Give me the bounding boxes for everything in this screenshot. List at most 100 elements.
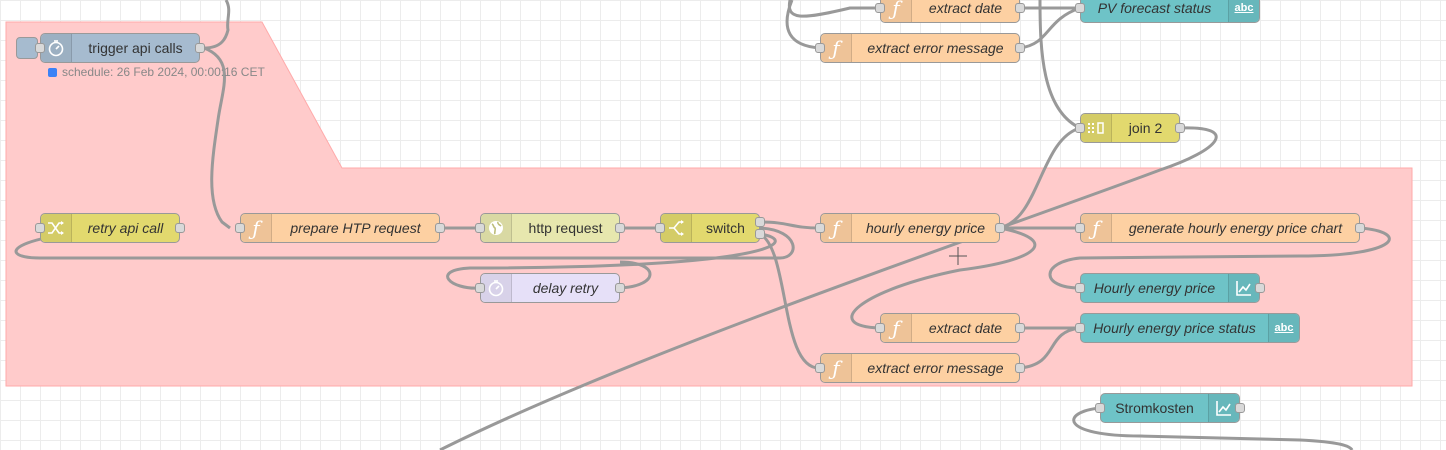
input-port[interactable]: [1075, 123, 1085, 133]
globe-icon: [481, 214, 512, 242]
node-label: Hourly energy price status: [1093, 320, 1256, 336]
wire: [759, 232, 821, 370]
input-port[interactable]: [1075, 283, 1085, 293]
output-port[interactable]: [435, 223, 445, 233]
output-port[interactable]: [1015, 43, 1025, 53]
output-port[interactable]: [615, 283, 625, 293]
wire: [850, 226, 1037, 330]
function-icon: ƒ: [1081, 214, 1112, 242]
node-label: extract date: [928, 0, 1003, 16]
input-port[interactable]: [655, 223, 665, 233]
node-pv-forecast-status[interactable]: PV forecast status abc: [1075, 0, 1260, 23]
timer-icon: [481, 274, 512, 302]
wire: [439, 126, 1218, 450]
wire: [1019, 6, 1081, 50]
node-extract-date-top[interactable]: ƒ extract date: [875, 0, 1025, 23]
wire: [785, 0, 821, 50]
input-port[interactable]: [235, 223, 245, 233]
node-label: PV forecast status: [1097, 0, 1212, 16]
input-port[interactable]: [35, 223, 45, 233]
node-switch[interactable]: switch: [655, 213, 765, 243]
wire: [787, 0, 880, 18]
node-label: extract date: [928, 320, 1003, 336]
output-port[interactable]: [1015, 363, 1025, 373]
input-port[interactable]: [475, 223, 485, 233]
input-port[interactable]: [1075, 323, 1085, 333]
node-label: retry api call: [87, 220, 164, 236]
wire: [1072, 406, 1354, 450]
output-port[interactable]: [615, 223, 625, 233]
input-port[interactable]: [1095, 403, 1105, 413]
node-status: schedule: 26 Feb 2024, 00:00:16 CET: [48, 65, 265, 79]
status-text: schedule: 26 Feb 2024, 00:00:16 CET: [62, 65, 265, 79]
node-label: generate hourly energy price chart: [1128, 220, 1343, 236]
output-port[interactable]: [195, 43, 205, 53]
function-icon: ƒ: [881, 0, 912, 22]
join-icon: [1081, 114, 1112, 142]
output-port[interactable]: [1015, 323, 1025, 333]
node-extract-date[interactable]: ƒ extract date: [875, 313, 1025, 343]
node-hourly-energy-price-status[interactable]: Hourly energy price status abc: [1075, 313, 1300, 343]
output-port-2[interactable]: [755, 229, 765, 239]
chart-icon: [1208, 394, 1239, 422]
input-port[interactable]: [1075, 3, 1085, 13]
function-icon: ƒ: [241, 214, 272, 242]
input-port[interactable]: [1075, 223, 1085, 233]
input-port[interactable]: [815, 363, 825, 373]
node-prepare-http-request[interactable]: ƒ prepare HTP request: [235, 213, 445, 243]
switch-icon: [661, 214, 692, 242]
input-port[interactable]: [815, 223, 825, 233]
node-trigger-api-calls[interactable]: trigger api calls: [35, 33, 205, 63]
chart-icon: [1228, 274, 1259, 302]
status-dot: [48, 67, 57, 77]
node-extract-error[interactable]: ƒ extract error message: [815, 353, 1025, 383]
node-generate-chart[interactable]: ƒ generate hourly energy price chart: [1075, 213, 1365, 243]
wire: [203, 46, 231, 230]
node-hourly-energy-price[interactable]: ƒ hourly energy price: [815, 213, 1005, 243]
function-icon: ƒ: [821, 354, 852, 382]
function-icon: ƒ: [821, 34, 852, 62]
output-port[interactable]: [1355, 223, 1365, 233]
node-stromkosten[interactable]: Stromkosten: [1095, 393, 1245, 423]
node-label: http request: [528, 220, 603, 236]
output-port[interactable]: [995, 223, 1005, 233]
node-extract-error-top[interactable]: ƒ extract error message: [815, 33, 1025, 63]
output-port[interactable]: [1255, 283, 1265, 293]
input-port[interactable]: [475, 283, 485, 293]
shuffle-icon: [41, 214, 72, 242]
output-port[interactable]: [1175, 123, 1185, 133]
wire: [1038, 0, 1081, 130]
node-hourly-energy-price-chart[interactable]: Hourly energy price: [1075, 273, 1265, 303]
function-icon: ƒ: [821, 214, 852, 242]
output-port[interactable]: [1015, 3, 1025, 13]
wire: [759, 220, 821, 230]
node-join-2[interactable]: join 2: [1075, 113, 1185, 143]
function-icon: ƒ: [881, 314, 912, 342]
input-port[interactable]: [875, 3, 885, 13]
output-port[interactable]: [175, 223, 185, 233]
wire: [446, 232, 777, 290]
node-label: extract error message: [867, 40, 1004, 56]
wire: [1019, 326, 1081, 370]
abc-icon: abc: [1228, 0, 1259, 22]
output-port-1[interactable]: [755, 217, 765, 227]
input-port[interactable]: [35, 43, 45, 53]
node-label: hourly energy price: [865, 220, 986, 236]
crosshair-cursor-icon: [949, 247, 967, 265]
input-port[interactable]: [815, 43, 825, 53]
abc-icon: abc: [1268, 314, 1299, 342]
timer-icon: [41, 34, 72, 62]
node-delay-retry[interactable]: delay retry: [475, 273, 625, 303]
output-port[interactable]: [1235, 403, 1245, 413]
node-label: extract error message: [867, 360, 1004, 376]
wire: [1048, 226, 1391, 290]
wire: [999, 126, 1081, 230]
node-http-request[interactable]: http request: [475, 213, 625, 243]
node-label: delay retry: [532, 280, 599, 296]
input-port[interactable]: [875, 323, 885, 333]
node-label: prepare HTP request: [290, 220, 421, 236]
wire: [203, 0, 231, 50]
node-retry-api-call[interactable]: retry api call: [35, 213, 185, 243]
node-label: trigger api calls: [88, 40, 183, 56]
